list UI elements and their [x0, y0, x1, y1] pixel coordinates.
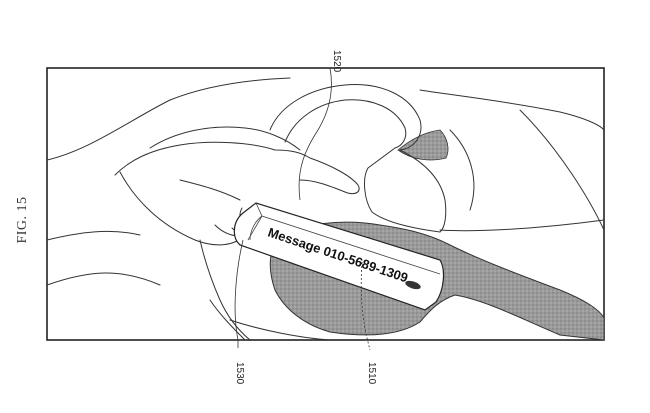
leader-1530 [234, 239, 244, 348]
leader-1520 [298, 67, 332, 201]
ref-1520: 1520 [331, 50, 342, 73]
leader-1510 [360, 261, 371, 351]
wearable-device [233, 202, 445, 311]
ref-1510: 1510 [366, 362, 377, 385]
strap-shadow [397, 129, 449, 161]
strap-band [269, 84, 447, 233]
figure-label: FIG. 15 [15, 196, 30, 243]
clothing-contours [47, 77, 604, 340]
device-logo [405, 280, 421, 290]
ref-1530: 1530 [234, 362, 245, 385]
